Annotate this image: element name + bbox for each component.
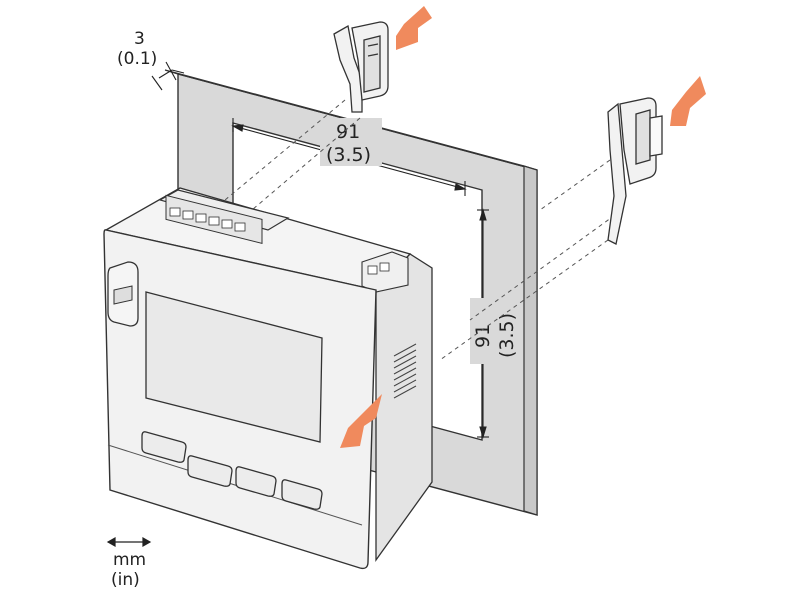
units-in-label: (in) (111, 570, 140, 590)
thickness-mm-label: 3 (134, 29, 145, 49)
arrow-icon (396, 6, 432, 50)
units-legend (106, 536, 152, 548)
device-connector (361, 251, 409, 293)
width-in-label: (3.5) (326, 144, 371, 166)
width-label-bg (320, 118, 382, 166)
front-button-4 (281, 479, 323, 510)
height-label-bg (470, 298, 520, 364)
panel-right-edge (523, 165, 538, 516)
front-buttons (141, 431, 323, 510)
thickness-in-label: (0.1) (117, 49, 157, 69)
terminal-screws (169, 207, 246, 232)
arrow-icon (340, 394, 382, 448)
display-window (145, 291, 323, 443)
thickness-dimension (151, 61, 185, 91)
height-mm-label: 91 (472, 324, 494, 348)
width-mm-label: 91 (336, 121, 360, 143)
arrow-icon (670, 76, 706, 126)
front-button-1 (141, 431, 187, 463)
side-vents (393, 343, 417, 399)
units-mm-label: mm (113, 550, 146, 570)
device-right-side (375, 253, 433, 563)
mounting-clip-icon (333, 21, 389, 113)
height-dimension (477, 208, 489, 439)
front-button-2 (187, 455, 233, 487)
height-in-label: (3.5) (496, 313, 518, 358)
meter-device (103, 187, 433, 570)
front-button-3 (235, 466, 277, 497)
device-front-band (107, 444, 363, 526)
mounting-clip-icon (607, 97, 663, 245)
